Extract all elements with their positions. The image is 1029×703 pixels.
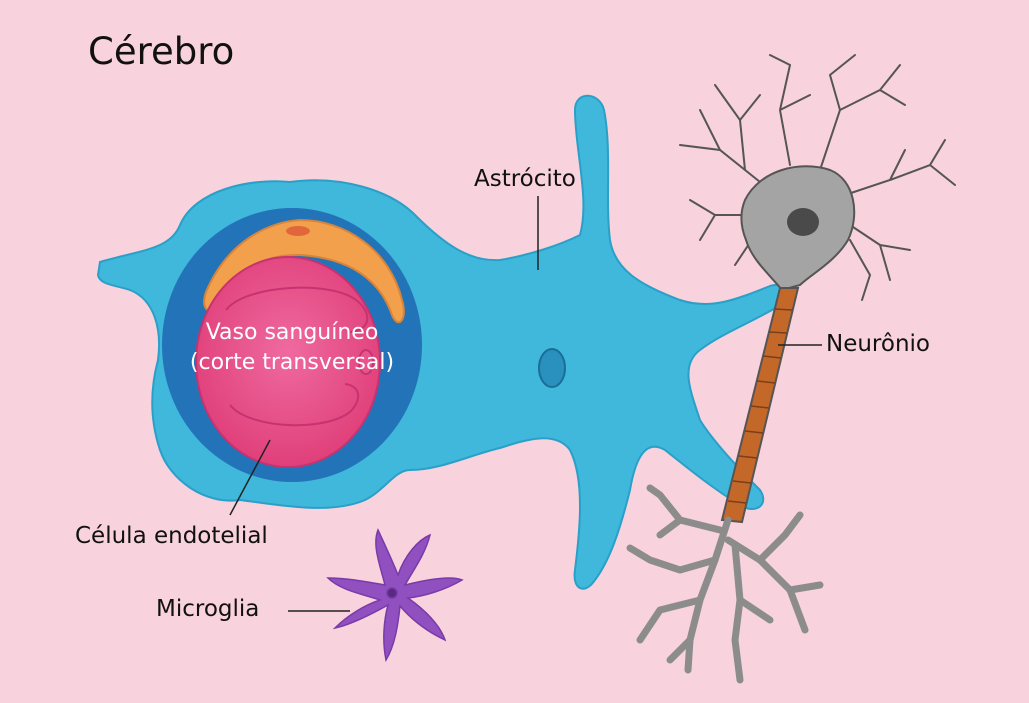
axon [720,287,800,524]
neuron-label: Neurônio [826,331,930,357]
endothelial-cell-label: Célula endotelial [75,523,268,549]
axon-terminals [626,484,824,684]
endothelial-nucleus [286,226,310,236]
leader-lines [229,196,822,612]
neuron [626,54,956,684]
endothelial-leader [229,439,271,516]
microglia-nucleus [386,587,398,599]
neuron-nucleus [787,208,819,236]
blood-vessel [162,208,422,482]
microglia [326,528,464,663]
diagram-title: Cérebro [88,30,235,73]
blood-vessel-label-line1: Vaso sanguíneo [205,320,379,345]
microglia-label: Microglia [156,596,260,622]
astrocyte-label: Astrócito [474,166,576,192]
red-blood-cell [225,286,369,427]
axon-segments [727,308,793,504]
blood-vessel-label-line2: (corte transversal) [189,350,395,375]
astrocyte-nucleus [538,348,566,388]
endothelial-nucleus-small [358,349,374,375]
blood-vessel-label: Vaso sanguíneo (corte transversal) [174,318,410,378]
